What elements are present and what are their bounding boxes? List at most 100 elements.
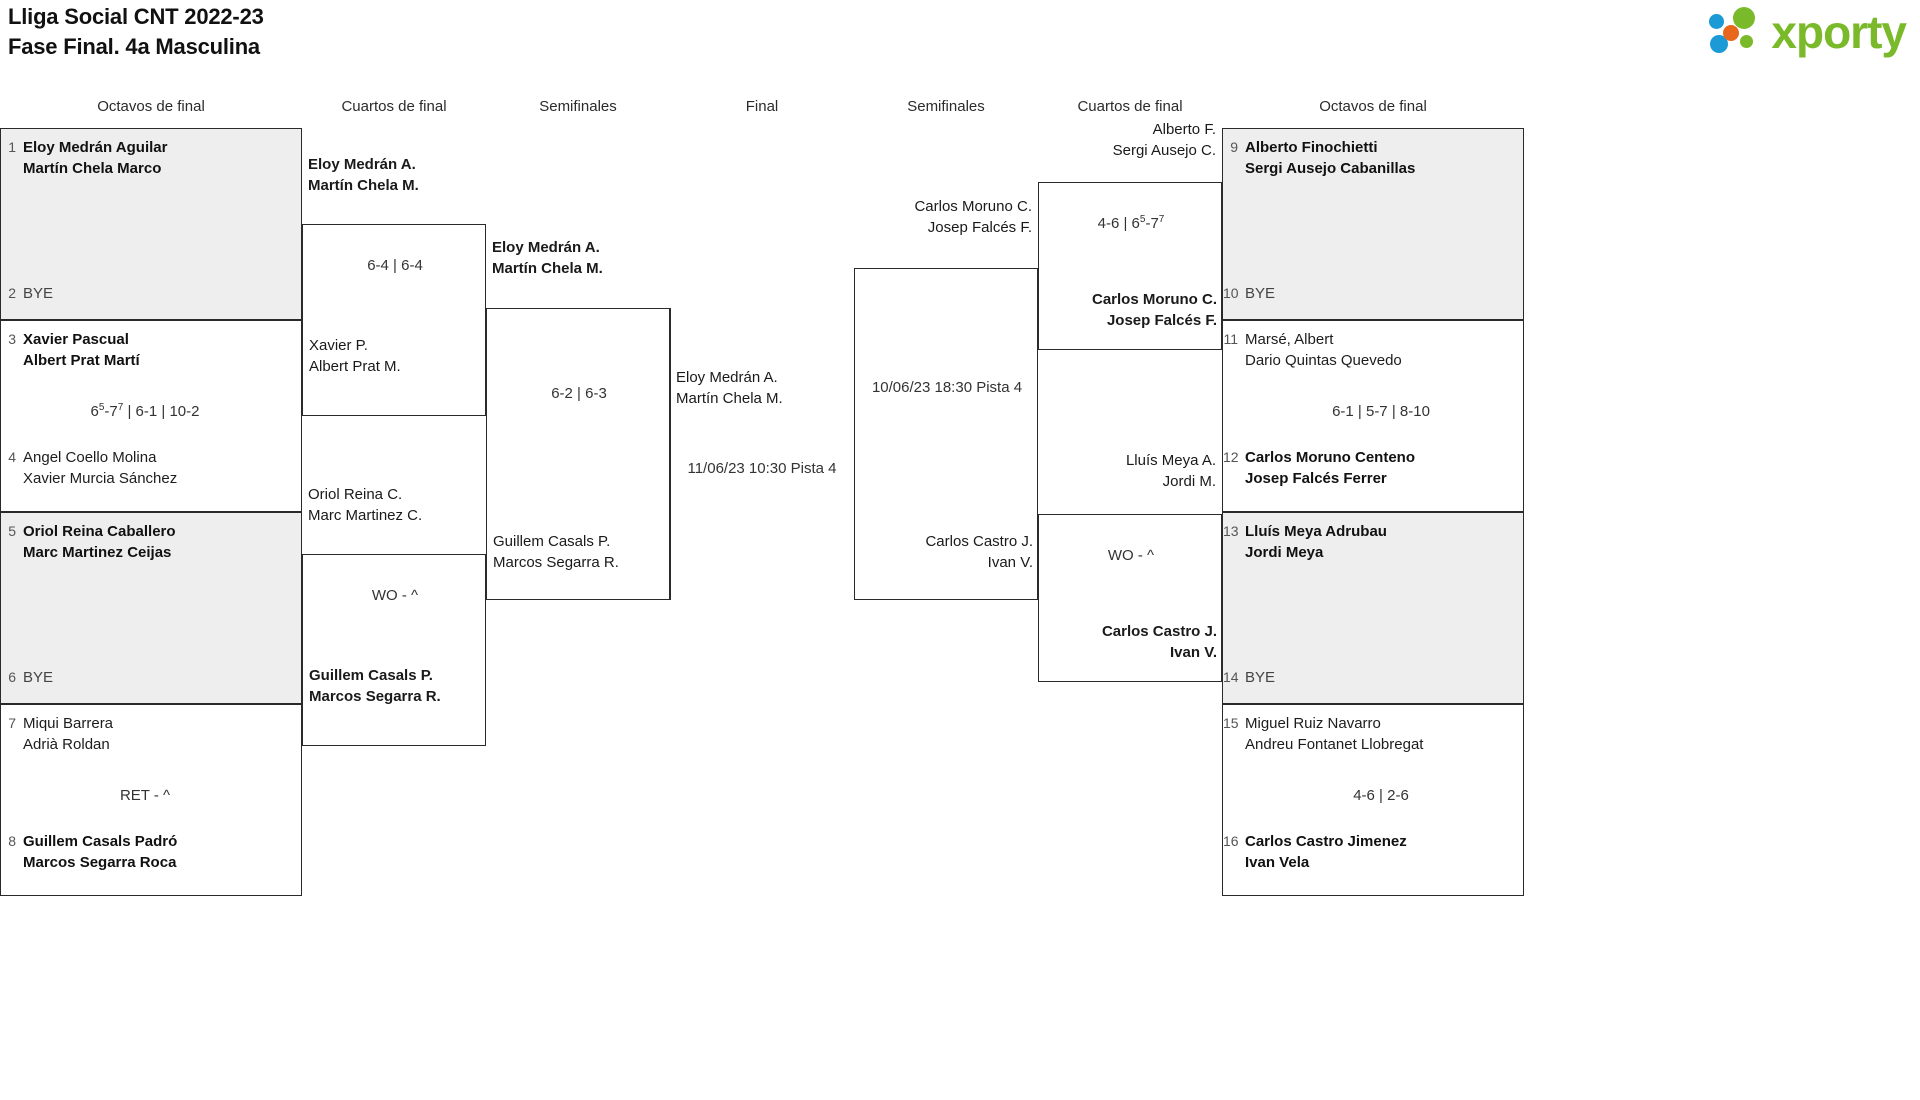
seed-number: 14 xyxy=(1223,669,1239,685)
logo-dots-icon xyxy=(1709,6,1765,58)
qf-player-l3: Oriol Reina C.Marc Martinez C. xyxy=(308,486,423,524)
qf-player-l4: Guillem Casals P.Marcos Segarra R. xyxy=(309,667,441,705)
match-score: RET - ^ xyxy=(119,787,171,804)
seed-number: 10 xyxy=(1223,285,1239,301)
player-names: BYE xyxy=(1245,285,1276,302)
player-slot-seed2[interactable]: 2 BYE xyxy=(1,283,303,304)
sf-player-r1: Carlos Moruno C.Josep Falcés F. xyxy=(914,198,1032,236)
round-header-left-qf: Cuartos de final xyxy=(341,98,447,115)
player-slot-seed14[interactable]: 14 BYE xyxy=(1223,667,1525,688)
sf-schedule-right: 10/06/23 18:30 Pista 4 xyxy=(871,379,1023,396)
qf-player-r2: Carlos Moruno C.Josep Falcés F. xyxy=(1091,291,1217,329)
xporty-logo: xporty xyxy=(1709,6,1907,58)
sf-player-l2: Guillem Casals P.Marcos Segarra R. xyxy=(493,533,619,571)
qf-player-r3: Lluís Meya A.Jordi M. xyxy=(1125,452,1216,490)
round-header-right-r16: Octavos de final xyxy=(1319,98,1427,115)
qf-player-l1: Eloy Medrán A.Martín Chela M. xyxy=(308,156,419,194)
seed-number: 11 xyxy=(1223,331,1238,347)
player-names: BYE xyxy=(23,669,54,686)
logo-wordmark: xporty xyxy=(1771,6,1907,58)
match-box-l-qf-1[interactable]: 6-4 | 6-4 Xavier P.Albert Prat M. xyxy=(302,224,486,416)
seed-number: 9 xyxy=(1230,139,1238,155)
match-score: WO - ^ xyxy=(371,587,419,604)
match-box-l-sf[interactable]: 6-2 | 6-3 Guillem Casals P.Marcos Segarr… xyxy=(486,308,670,600)
player-slot-seed10[interactable]: 10 BYE xyxy=(1223,283,1525,304)
sf-player-l1: Eloy Medrán A.Martín Chela M. xyxy=(492,239,603,277)
match-box-r-sf[interactable]: 10/06/23 18:30 Pista 4 Carlos Castro J.I… xyxy=(854,268,1038,600)
seed-number: 6 xyxy=(8,669,16,685)
seed-number: 13 xyxy=(1223,523,1239,539)
round-header-right-qf: Cuartos de final xyxy=(1077,98,1183,115)
match-box-l-qf-2[interactable]: WO - ^ Guillem Casals P.Marcos Segarra R… xyxy=(302,554,486,746)
final-winner: Eloy Medrán A.Martín Chela M. xyxy=(676,369,783,407)
player-names: BYE xyxy=(23,285,54,302)
seed-number: 2 xyxy=(8,285,16,301)
seed-number: 8 xyxy=(8,833,16,849)
seed-number: 7 xyxy=(8,715,16,731)
match-score: 65-77 | 6-1 | 10-2 xyxy=(90,402,200,421)
round-header-final: Final xyxy=(745,98,779,115)
seed-number: 1 xyxy=(8,139,16,155)
match-box-r-qf-1[interactable]: 4-6 | 65-77 Carlos Moruno C.Josep Falcés… xyxy=(1038,182,1222,350)
seed-number: 4 xyxy=(8,449,16,465)
sf-player-r2: Carlos Castro J.Ivan V. xyxy=(925,533,1033,571)
round-header-left-sf: Semifinales xyxy=(539,98,617,115)
match-score: 6-4 | 6-4 xyxy=(367,257,423,274)
final-divider-left xyxy=(670,308,671,600)
tournament-title-line1: Lliga Social CNT 2022-23 xyxy=(8,4,264,29)
qf-player-l2: Xavier P.Albert Prat M. xyxy=(309,337,401,375)
match-score: 4-6 | 65-77 xyxy=(1097,214,1165,233)
seed-number: 16 xyxy=(1223,833,1239,849)
match-box-r-qf-2[interactable]: WO - ^ Carlos Castro J.Ivan V. xyxy=(1038,514,1222,682)
match-score: WO - ^ xyxy=(1107,547,1155,564)
qf-player-r4: Carlos Castro J.Ivan V. xyxy=(1101,623,1217,661)
tournament-title-line2: Fase Final. 4a Masculina xyxy=(8,34,260,59)
round-header-right-sf: Semifinales xyxy=(907,98,985,115)
match-score: 6-2 | 6-3 xyxy=(551,385,607,402)
qf-player-r1: Alberto F.Sergi Ausejo C. xyxy=(1112,121,1216,159)
player-names: BYE xyxy=(1245,669,1276,686)
seed-number: 5 xyxy=(8,523,16,539)
seed-number: 3 xyxy=(8,331,16,347)
page-title: Lliga Social CNT 2022-23 Fase Final. 4a … xyxy=(8,2,264,62)
match-score: 6-1 | 5-7 | 8-10 xyxy=(1332,403,1430,420)
final-schedule: 11/06/23 10:30 Pista 4 xyxy=(687,460,837,477)
round-header-left-r16: Octavos de final xyxy=(97,98,205,115)
player-slot-seed6[interactable]: 6 BYE xyxy=(1,667,303,688)
seed-number: 12 xyxy=(1223,449,1239,465)
seed-number: 15 xyxy=(1223,715,1239,731)
